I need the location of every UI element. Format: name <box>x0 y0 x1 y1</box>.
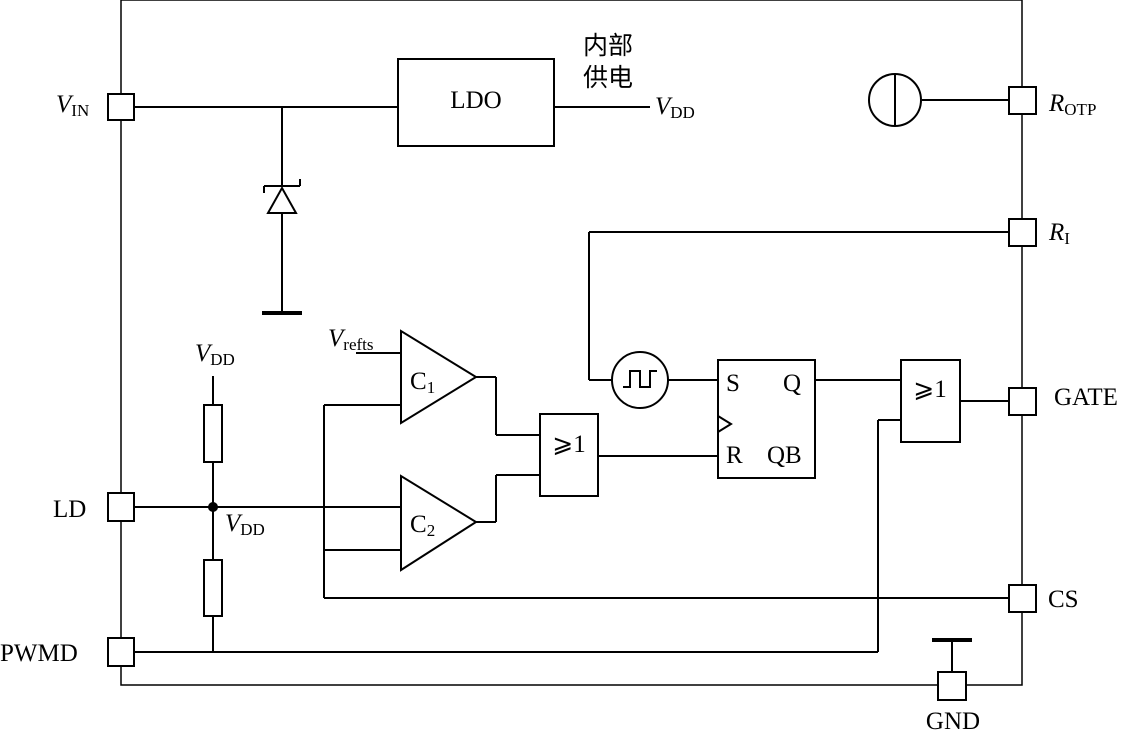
comparator-c1-label: C1 <box>410 368 435 397</box>
wires <box>133 99 1010 672</box>
thermal-sensor-icon <box>868 73 922 127</box>
gate-label: GATE <box>1054 384 1118 411</box>
pin-cs <box>1008 584 1037 613</box>
or-gate-1-label: ⩾1 <box>552 431 585 458</box>
pin-ld <box>107 492 135 522</box>
zener-diode <box>263 179 301 214</box>
ldo-block <box>397 58 555 147</box>
comparator-c2 <box>400 474 478 572</box>
clock-triangle <box>717 415 733 433</box>
pin-gate <box>1008 387 1037 416</box>
vdd-top-label: VDD <box>195 340 235 369</box>
ff-r-label: R <box>726 442 743 469</box>
oscillator-icon <box>611 351 669 409</box>
resistor-top <box>203 404 223 463</box>
internal-supply-label-1: 内部 <box>583 31 633 60</box>
chip-outline <box>120 0 1023 686</box>
resistor-bottom <box>203 559 223 617</box>
internal-supply-label-2: 供电 <box>583 63 633 92</box>
or-gate-1 <box>539 413 599 497</box>
pin-rotp <box>1008 86 1037 115</box>
gnd-label: GND <box>926 708 980 732</box>
comparator-c2-label: C2 <box>410 511 435 540</box>
ff-q-label: Q <box>783 370 801 397</box>
ff-qb-label: QB <box>767 442 802 469</box>
pin-gnd <box>937 671 967 701</box>
pwmd-label: PWMD <box>0 640 78 667</box>
cs-label: CS <box>1048 586 1079 613</box>
vdd-mid-label: VDD <box>225 510 265 539</box>
vdd-output-label: VDD <box>655 93 695 122</box>
vin-label: VIN <box>56 91 89 120</box>
sr-flip-flop <box>717 359 816 479</box>
ldo-label: LDO <box>450 87 501 114</box>
ri-label: RI <box>1048 219 1070 248</box>
or-gate-2 <box>900 359 961 443</box>
ld-label: LD <box>53 496 86 523</box>
or-gate-2-label: ⩾1 <box>913 376 946 403</box>
rotp-label: ROTP <box>1048 90 1096 119</box>
vrefts-label: Vrefts <box>328 325 374 354</box>
pin-vin <box>107 93 135 121</box>
junction-dot <box>208 502 218 512</box>
pin-ri <box>1008 218 1037 247</box>
comparator-c1 <box>400 329 478 425</box>
pin-pwmd <box>107 637 135 667</box>
ff-s-label: S <box>726 370 740 397</box>
